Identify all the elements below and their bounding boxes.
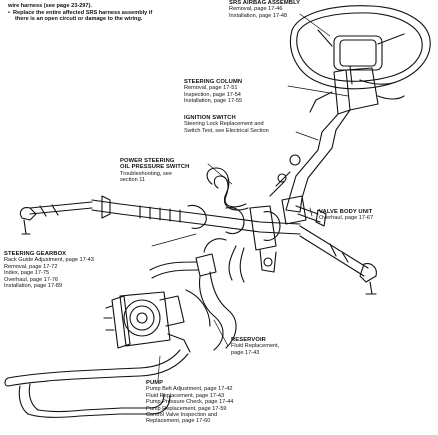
steering-column-line: Removal, page 17-51: [184, 85, 238, 92]
reservoir-line: page 17-43: [231, 349, 260, 356]
steering-gearbox-title: STEERING GEARBOX: [4, 251, 67, 257]
label-pump: PUMP Pump Belt Adjustment, page 17-42 Fl…: [146, 380, 233, 425]
steering-gearbox-line: Overhaul, page 17-76: [4, 276, 59, 283]
pump-drawing: [103, 291, 191, 353]
valve-body-line: Overhaul, page 17-67: [319, 215, 374, 222]
steering-gearbox-line: Installation, page 17-89: [4, 283, 63, 290]
pressure-switch-hose-drawing: [206, 167, 249, 211]
pressure-switch-line: Troubleshooting, see: [120, 170, 173, 177]
pressure-switch-title-2: OIL PRESSURE SWITCH: [120, 164, 190, 171]
reservoir-line: Fluid Replacement,: [231, 343, 280, 350]
pump-line: Pump Belt Adjustment, page 17-42: [146, 386, 233, 393]
note-line-2: Replace the entire affected SRS harness …: [8, 10, 152, 17]
pressure-switch-title-1: POWER STEERING: [120, 158, 175, 164]
label-valve-body-unit: VALVE BODY UNIT Overhaul, page 17-67: [319, 209, 373, 222]
steering-gearbox-line: Index, page 17-75: [4, 270, 50, 277]
valve-body-title: VALVE BODY UNIT: [319, 209, 373, 215]
pump-line: Control Valve Inspection and: [146, 412, 218, 419]
steering-column-title: STEERING COLUMN: [184, 79, 243, 85]
pump-line: Pump Pressure Check, page 17-44: [146, 399, 234, 406]
label-power-steering-oil-pressure-switch: POWER STEERING OIL PRESSURE SWITCH Troub…: [120, 158, 189, 184]
reservoir-drawing: [149, 238, 237, 351]
steering-column-drawing: [269, 67, 405, 213]
right-tie-rod-drawing: [299, 225, 377, 295]
srs-notes: wire harness (see page 23-297). Replace …: [8, 3, 152, 23]
reservoir-title: RESERVOIR: [231, 337, 266, 343]
label-ignition-switch: IGNITION SWITCH Steering Lock Replacemen…: [184, 115, 269, 134]
ignition-switch-line: Steering Lock Replacement and: [184, 121, 264, 128]
pump-line: Replacement, page 17-60: [146, 418, 211, 425]
label-reservoir: RESERVOIR Fluid Replacement, page 17-43: [231, 337, 279, 356]
return-hose-drawing: [4, 349, 189, 418]
ignition-switch-line: Switch Test, see Electrical Section: [184, 127, 269, 134]
pressure-switch-line: section 11: [120, 177, 146, 184]
label-steering-gearbox: STEERING GEARBOX Rack Guide Adjustment, …: [4, 251, 94, 289]
steering-gearbox-drawing: [91, 195, 301, 283]
label-srs-airbag-assembly: SRS AIRBAG ASSEMBLY Removal, page 17-46 …: [229, 0, 300, 19]
srs-airbag-line: Removal, page 17-46: [229, 6, 283, 13]
pump-line: Fluid Replacement, page 17-43: [146, 392, 225, 399]
note-line-1: wire harness (see page 23-297).: [8, 3, 92, 9]
ignition-switch-title: IGNITION SWITCH: [184, 115, 236, 121]
valve-body-drawing: [281, 195, 327, 227]
steering-column-line: Installation, page 17-55: [184, 98, 243, 105]
srs-airbag-line: Installation, page 17-48: [229, 12, 288, 19]
leader-lines: [151, 13, 349, 381]
pump-title: PUMP: [146, 380, 164, 386]
note-line-3: there is an open circuit or damage to th…: [15, 16, 143, 23]
left-tie-rod-drawing: [19, 201, 93, 235]
steering-gearbox-line: Rack Guide Adjustment, page 17-43: [4, 257, 94, 264]
pump-line: Pump Replacement, page 17-59: [146, 405, 227, 412]
label-steering-column: STEERING COLUMN Removal, page 17-51 Insp…: [184, 79, 242, 105]
steering-wheel-drawing: [290, 5, 431, 90]
steering-column-line: Inspection, page 17-54: [184, 91, 241, 98]
steering-gearbox-line: Removal, page 17-72: [4, 263, 58, 270]
srs-airbag-title: SRS AIRBAG ASSEMBLY: [229, 0, 301, 6]
